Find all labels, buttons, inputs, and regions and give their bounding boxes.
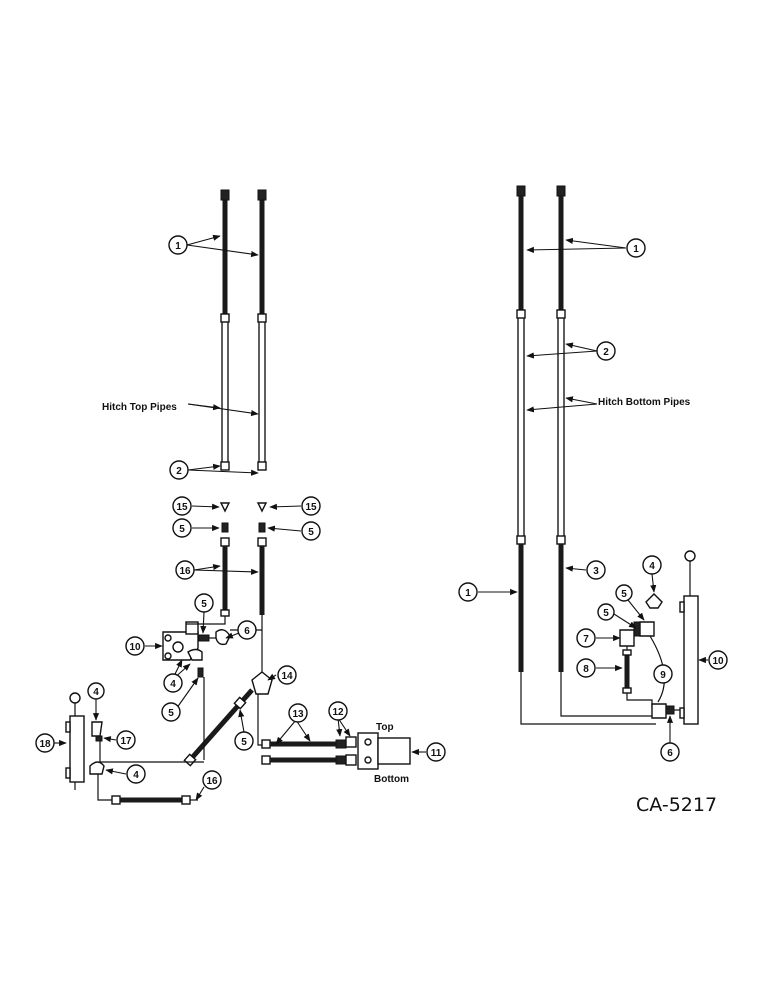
callout-10: 10	[708, 650, 728, 670]
tee-fitting-15-left	[219, 502, 231, 513]
svg-text:6: 6	[667, 748, 673, 759]
callout-12: 12	[328, 701, 348, 721]
cylinder-18	[65, 692, 112, 801]
callout-4: 4	[642, 555, 662, 575]
svg-text:5: 5	[621, 589, 627, 600]
callout-4c: 4	[126, 764, 146, 784]
callout-2: 2	[596, 341, 616, 361]
callout-13: 13	[288, 703, 308, 723]
svg-text:16: 16	[179, 566, 191, 577]
hitch-bottom-pipe-right	[556, 185, 652, 717]
callout-11: 11	[426, 742, 446, 762]
svg-text:4: 4	[649, 561, 655, 572]
svg-text:5: 5	[241, 737, 247, 748]
callout-16b: 16	[202, 770, 222, 790]
callout-3: 3	[586, 560, 606, 580]
callout-17: 17	[116, 730, 136, 750]
svg-text:18: 18	[39, 739, 51, 750]
callout-9: 9	[653, 664, 673, 684]
callout-2: 2	[169, 460, 189, 480]
callout-1: 1	[168, 235, 188, 255]
callout-8: 8	[576, 658, 596, 678]
valve-cluster-right	[619, 593, 686, 719]
callout-16a: 16	[175, 560, 195, 580]
svg-text:14: 14	[281, 671, 293, 682]
callout-15a: 15	[172, 496, 192, 516]
svg-text:10: 10	[712, 656, 724, 667]
top-port-label: Top	[376, 722, 394, 733]
callout-6: 6	[237, 620, 257, 640]
hitch-top-pipes-label: Hitch Top Pipes	[102, 402, 177, 413]
svg-text:5: 5	[201, 599, 207, 610]
figure-id: CA-5217	[636, 794, 717, 816]
callout-5d: 5	[161, 702, 181, 722]
svg-text:4: 4	[170, 679, 176, 690]
left-assembly	[65, 189, 411, 805]
svg-text:4: 4	[93, 687, 99, 698]
svg-text:5: 5	[603, 608, 609, 619]
svg-text:1: 1	[175, 241, 181, 252]
nipple-5-left	[221, 522, 229, 533]
cylinder-10-right	[679, 550, 699, 725]
callout-15b: 15	[301, 496, 321, 516]
callout-1b: 1	[458, 582, 478, 602]
hitch-bottom-pipes-label: Hitch Bottom Pipes	[598, 397, 691, 408]
callout-4b: 4	[87, 682, 105, 700]
svg-text:16: 16	[206, 776, 218, 787]
callouts-left: 1 2 15 15 5 5 16 5 6 10 4 5 14 4 17 18 4…	[35, 235, 446, 790]
svg-text:6: 6	[244, 626, 250, 637]
svg-text:10: 10	[129, 642, 141, 653]
callout-4a: 4	[163, 673, 183, 693]
pipes-13-to-cylinder-11	[261, 732, 411, 770]
svg-text:5: 5	[179, 524, 185, 535]
svg-text:1: 1	[633, 244, 639, 255]
svg-text:5: 5	[308, 527, 314, 538]
svg-text:7: 7	[583, 634, 589, 645]
bottom-pipe-16	[111, 795, 198, 805]
right-assembly	[516, 185, 699, 725]
svg-text:17: 17	[120, 736, 132, 747]
callout-5a: 5	[615, 584, 633, 602]
svg-text:3: 3	[593, 566, 599, 577]
nipple-5-right	[258, 522, 266, 533]
svg-text:5: 5	[168, 708, 174, 719]
callout-10: 10	[125, 636, 145, 656]
hitch-top-pipe-left	[220, 189, 230, 471]
hitch-bottom-pipe-left	[516, 185, 656, 725]
callout-14: 14	[277, 665, 297, 685]
svg-text:2: 2	[603, 347, 609, 358]
callout-18: 18	[35, 733, 55, 753]
svg-text:13: 13	[292, 709, 304, 720]
bottom-port-label: Bottom	[374, 774, 409, 785]
callout-5b: 5	[301, 521, 321, 541]
callout-6: 6	[660, 742, 680, 762]
callout-7: 7	[576, 628, 596, 648]
svg-text:8: 8	[583, 664, 589, 675]
svg-text:12: 12	[332, 707, 344, 718]
svg-text:11: 11	[431, 748, 442, 759]
svg-text:15: 15	[176, 502, 188, 513]
svg-text:1: 1	[465, 588, 471, 599]
tee-fitting-15-right	[256, 502, 268, 513]
pipe-16-pair	[220, 537, 267, 617]
svg-text:2: 2	[176, 466, 182, 477]
callout-1a: 1	[626, 238, 646, 258]
callout-5b: 5	[597, 603, 615, 621]
callout-5c: 5	[194, 593, 214, 613]
callout-5a: 5	[172, 518, 192, 538]
leader-lines	[54, 234, 708, 801]
svg-text:9: 9	[660, 670, 666, 681]
hitch-top-pipe-right	[257, 189, 267, 471]
svg-text:15: 15	[305, 502, 317, 513]
callouts-right: 1 2 1 3 4 5 5 7 8 9 10 6	[458, 238, 728, 762]
callout-5e: 5	[234, 731, 254, 751]
svg-text:4: 4	[133, 770, 139, 781]
